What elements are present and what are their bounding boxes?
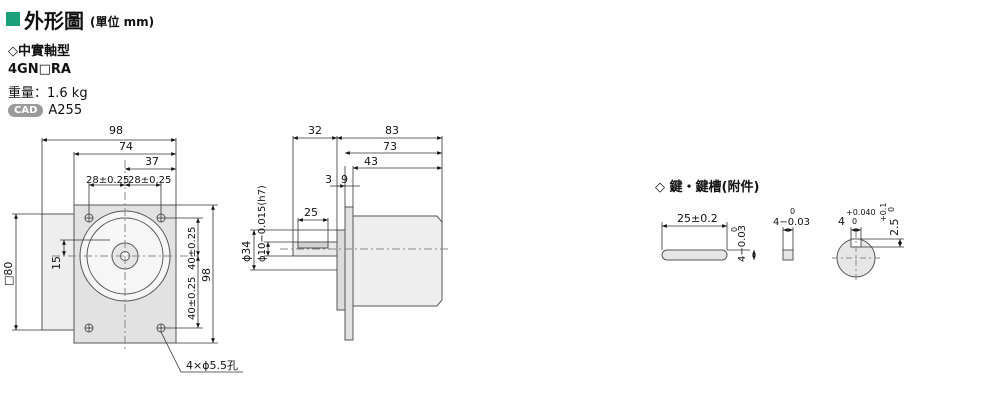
front-view	[41, 160, 198, 350]
slot-depth-tol: +0.1	[879, 203, 888, 222]
slot-depth-label: 2.5	[888, 219, 901, 237]
slot-width-tol: +0.040	[846, 208, 876, 217]
key-height-label: 4−0.03	[737, 225, 748, 262]
key-height-upper: 0	[730, 227, 739, 232]
dim-28-left: 28±0.25	[86, 175, 129, 186]
front-dimensions	[12, 138, 243, 373]
key-dim-labels: 25±0.2 4−0.03 0 4−0.03 0 4 +0.040 0 2.5 …	[677, 203, 901, 262]
dim-98-top: 98	[109, 124, 123, 137]
dim-32: 32	[308, 124, 322, 137]
page-title: 外形圖	[24, 8, 84, 33]
side-view	[280, 206, 450, 341]
section-header: 外形圖 (單位 mm)	[6, 6, 155, 33]
slot-depth-tol-lower: 0	[887, 207, 896, 212]
key-dimensions	[661, 222, 904, 260]
dim-37: 37	[145, 155, 159, 168]
side-flange	[344, 206, 354, 341]
green-square-icon	[6, 12, 20, 26]
dim-98-side: 98	[200, 268, 213, 282]
dim-73: 73	[383, 140, 397, 153]
side-dimensions	[250, 136, 443, 271]
model-label: 4GN□RA	[8, 62, 71, 77]
key-section-title: ◇ 鍵・鍵槽(附件)	[655, 180, 760, 195]
side-dim-labels: 32 83 73 43 3 9 25 ϕ10−0.015(h7) ϕ34	[240, 124, 399, 262]
gear-case-side	[352, 215, 443, 307]
key-width-upper: 0	[790, 207, 795, 216]
dim-43: 43	[364, 155, 378, 168]
dim-83: 83	[385, 124, 399, 137]
key-end	[782, 249, 794, 261]
dim-25: 25	[304, 206, 318, 219]
dim-40-top: 40±0.25	[187, 227, 198, 270]
unit-label: (單位 mm)	[90, 14, 155, 29]
key-on-shaft	[297, 241, 329, 249]
dim-28-right: 28±0.25	[128, 175, 171, 186]
key-width-label: 4−0.03	[773, 217, 810, 228]
key-drawing	[661, 232, 880, 282]
dim-shaft-diameter: ϕ10−0.015(h7)	[257, 185, 268, 262]
dim-80: □80	[2, 262, 15, 286]
shaft-type-label: ◇中實軸型	[8, 44, 70, 59]
dim-34: ϕ34	[240, 241, 253, 262]
cad-code[interactable]: A255	[48, 103, 83, 118]
hole-callout: 4×ϕ5.5孔	[186, 359, 238, 372]
dim-74: 74	[119, 140, 133, 153]
slot-width-label: 4	[838, 215, 845, 228]
hole-leader	[160, 331, 243, 373]
key-length-label: 25±0.2	[677, 212, 718, 225]
dim-9: 9	[341, 173, 348, 186]
dim-3: 3	[325, 173, 332, 186]
pilot-boss	[336, 229, 346, 311]
dim-40-bottom: 40±0.25	[187, 277, 198, 320]
dim-15: 15	[50, 256, 63, 270]
front-dim-labels: 98 74 37 28±0.25 28±0.25 □80 15 40±0.25 …	[2, 124, 238, 372]
cad-badge[interactable]: CAD	[8, 104, 44, 117]
cad-row: CAD A255	[8, 103, 82, 118]
key-side	[661, 249, 728, 261]
weight-label: 重量：1.6 kg	[8, 86, 88, 101]
slot-width-tol-lower: 0	[852, 217, 857, 226]
